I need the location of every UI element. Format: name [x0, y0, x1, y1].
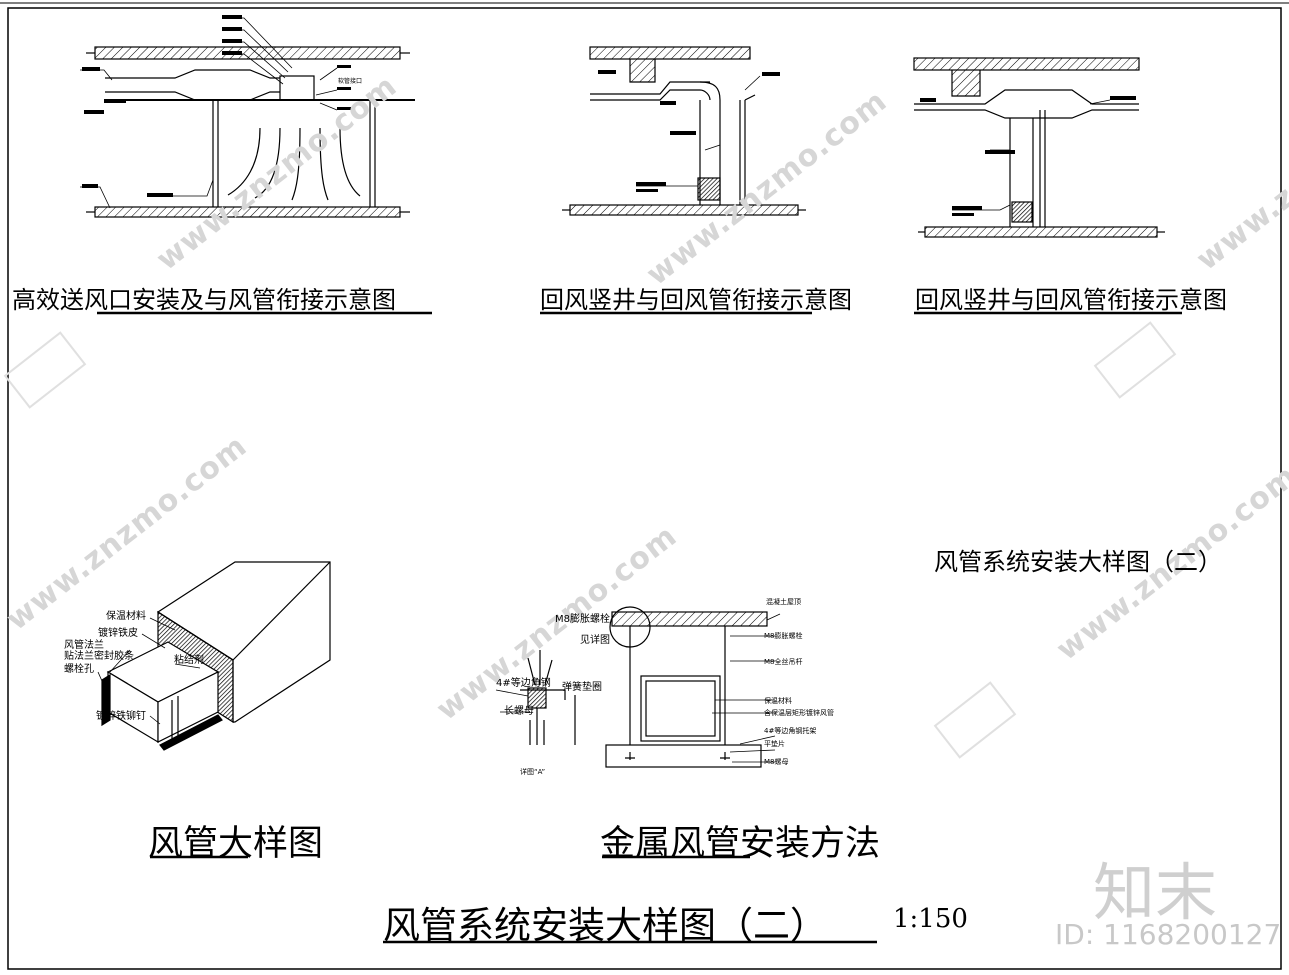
diagram-3-tags	[920, 96, 1136, 216]
watermark-brand: 知末	[1093, 856, 1218, 929]
label-m8-rod: M8全丝吊杆	[764, 658, 803, 666]
drawing-scale: 1:150	[893, 904, 968, 934]
label-m8-nut: M8螺母	[764, 758, 789, 766]
caption-right-section: 风管系统安装大样图（二）	[934, 548, 1222, 576]
label-bolt-hole: 螺栓孔	[64, 664, 94, 675]
label-galv-skin: 镀锌铁皮	[98, 628, 138, 639]
label-flat-washer: 平垫片	[764, 740, 785, 748]
title-underlines	[97, 311, 1182, 944]
watermark-badges	[3, 321, 1177, 759]
label-angle-steel: 4#等边角钢	[496, 678, 551, 689]
diagram-return-shaft-2	[913, 57, 1165, 238]
label-detail-a: 详图“A”	[520, 768, 546, 776]
diagram-2-tags	[598, 70, 780, 192]
caption-return-shaft-2: 回风竖井与回风管衔接示意图	[915, 286, 1227, 314]
label-duct: 含保温层矩形镀锌风管	[764, 709, 834, 717]
diagram-metal-duct-install	[495, 606, 781, 768]
label-insulation-2: 保温材料	[764, 697, 792, 705]
label-galv-nail: 镀锌铁铆钉	[96, 711, 146, 722]
label-insulation: 保温材料	[106, 611, 146, 622]
diagram-duct-detail	[97, 561, 331, 751]
caption-return-shaft-1: 回风竖井与回风管衔接示意图	[540, 286, 852, 314]
label-long-nut: 长螺母	[504, 706, 534, 717]
label-expansion-bolt: M8膨胀螺栓	[555, 614, 610, 625]
main-title: 风管系统安装大样图（二）	[383, 904, 827, 947]
caption-metal-duct: 金属风管安装方法	[600, 824, 881, 864]
diagram-return-shaft-1	[562, 46, 806, 216]
watermark-id: ID: 1168200127	[1055, 918, 1282, 951]
label-spring-washer: 弹簧垫圈	[562, 682, 602, 693]
label-see-detail: 见详图	[580, 635, 610, 646]
label-adhesive: 粘结剂	[174, 655, 204, 666]
label-seal-tape: 贴法兰密封胶条	[64, 651, 134, 662]
label-m8-washer: M8膨胀螺栓	[764, 632, 803, 640]
label-angle-bracket: 4#等边角钢托架	[764, 727, 817, 735]
diagram-1-label: 软管接口	[338, 77, 362, 85]
caption-high-eff-supply: 高效送风口安装及与风管衔接示意图	[12, 286, 396, 314]
caption-duct-detail: 风管大样图	[148, 824, 324, 864]
diagram-1-tags	[82, 15, 351, 197]
diagram-high-eff-supply	[80, 17, 415, 218]
label-flange: 风管法兰	[64, 640, 104, 651]
sheet-border	[7, 7, 1282, 970]
label-concrete-roof: 混凝土屋顶	[766, 598, 801, 606]
